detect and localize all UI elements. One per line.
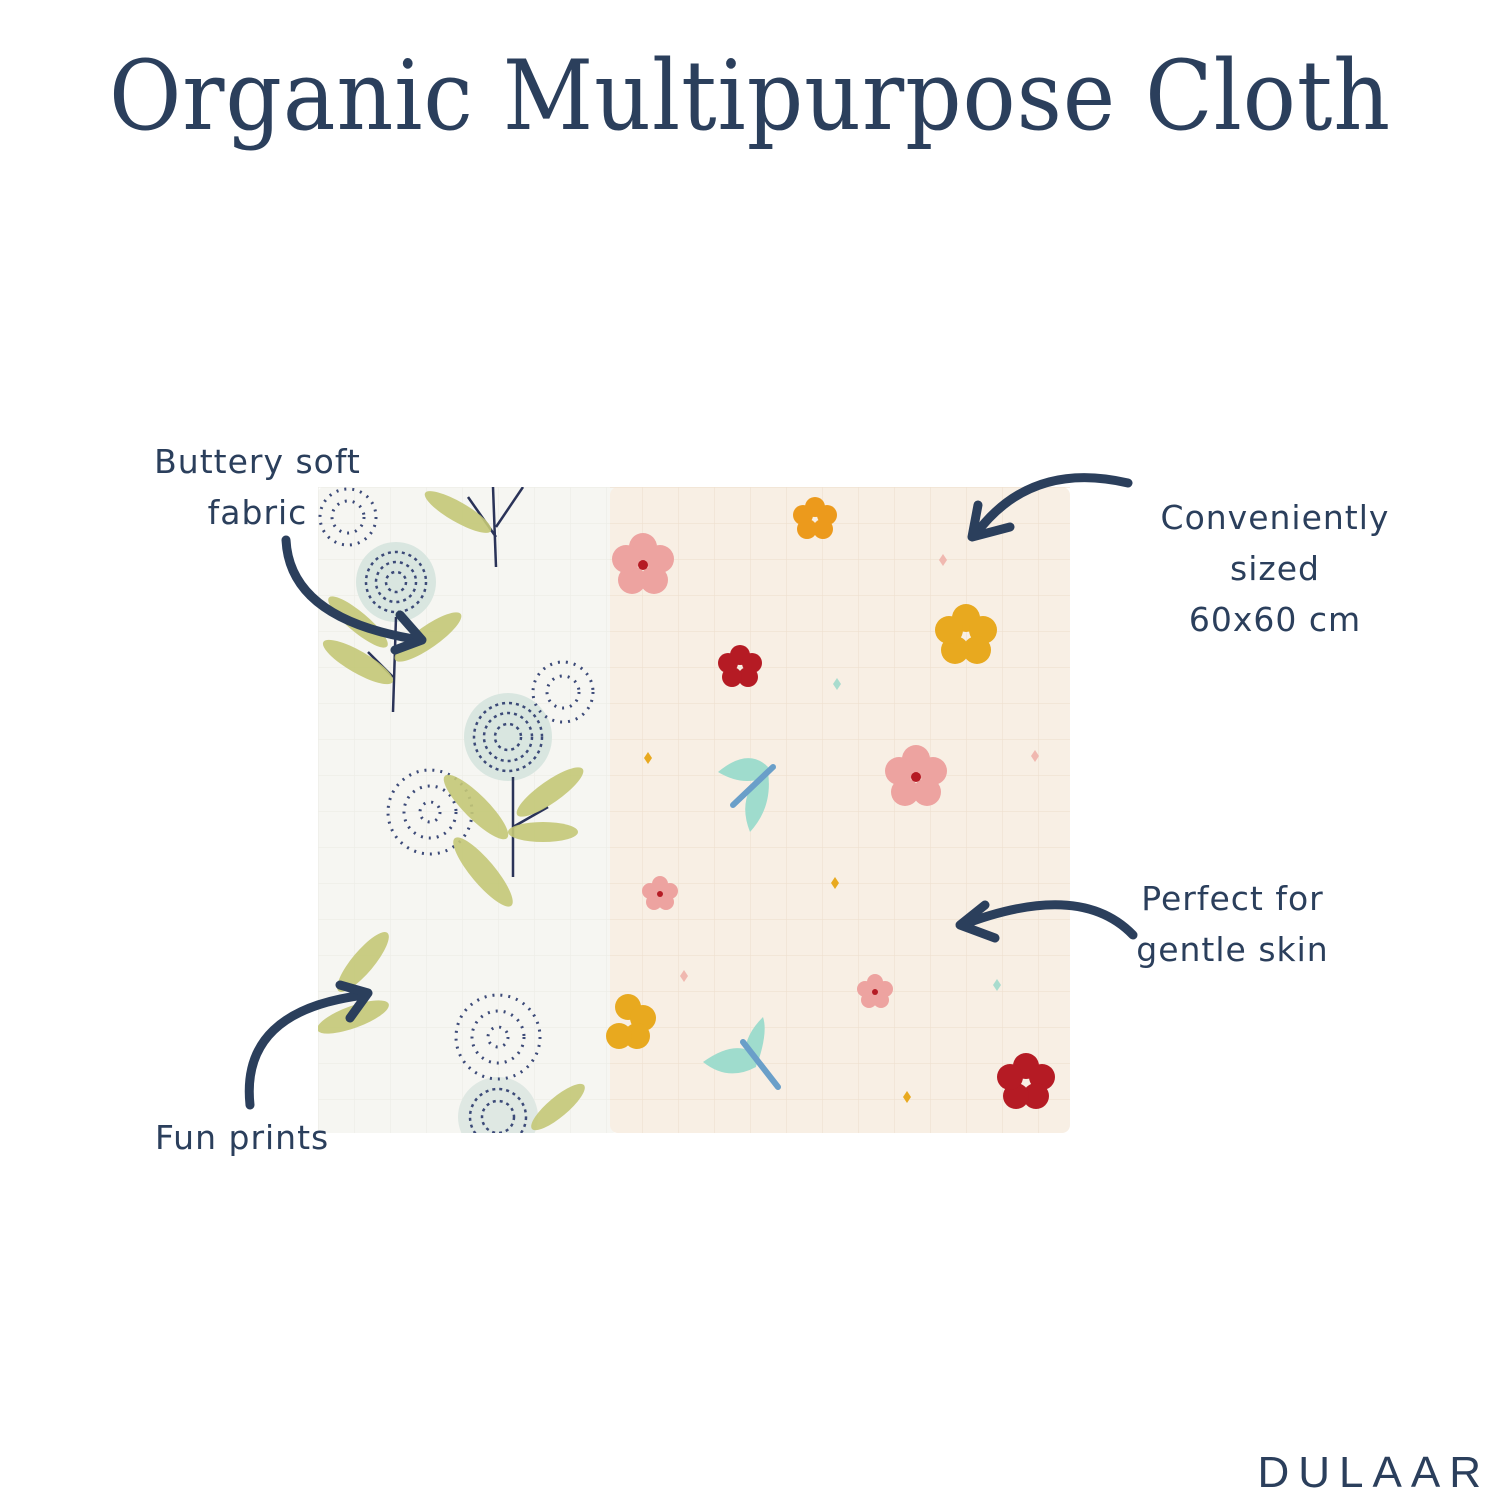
callout-line: Buttery soft (154, 442, 361, 481)
callout-fun-prints: Fun prints (155, 1112, 335, 1163)
callout-line: 60x60 cm (1188, 600, 1362, 639)
callout-line: Perfect for (1141, 879, 1324, 918)
heart-leaf-print (703, 758, 781, 1090)
callout-gentle-skin: Perfect for gentle skin (1130, 873, 1335, 975)
callout-line: fabric (207, 493, 308, 532)
muslin-cloth-illustration (317, 486, 1070, 1157)
sparkle-print (644, 554, 1039, 1103)
callout-line: gentle skin (1136, 930, 1329, 969)
callout-conveniently-sized: Conveniently sized 60x60 cm (1110, 492, 1440, 645)
flower-print (606, 497, 1055, 1109)
page-title: Organic Multipurpose Cloth (108, 40, 1392, 152)
callout-line: Fun prints (155, 1118, 330, 1157)
product-image (317, 486, 1070, 1157)
brand-logo: DULAAR (1257, 1448, 1490, 1497)
callout-line: Conveniently sized (1160, 498, 1390, 588)
callout-buttery-soft: Buttery soft fabric (150, 436, 365, 538)
